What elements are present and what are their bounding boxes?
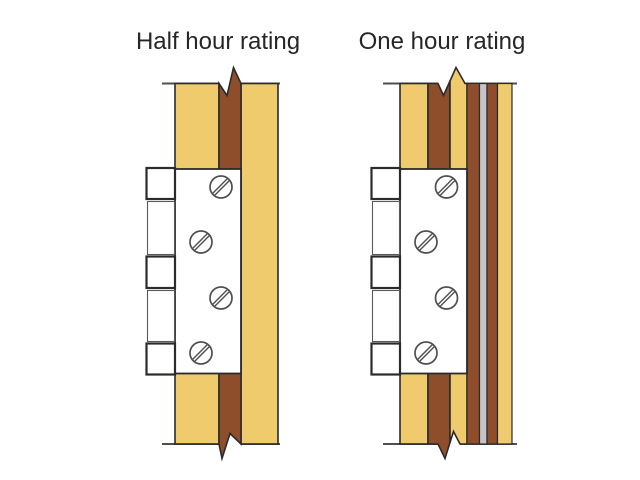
hinge-knuckle — [145, 342, 177, 376]
screw-icon — [209, 175, 233, 199]
hinge-plate — [174, 168, 242, 375]
screw-icon — [189, 341, 213, 365]
outer-timber-strip — [496, 82, 513, 445]
screw-icon — [189, 230, 213, 254]
hinge-knuckle — [370, 255, 402, 290]
screw-icon — [414, 341, 438, 365]
hinge-knuckle — [370, 342, 402, 376]
hinge-knuckle — [371, 200, 401, 256]
diagram-half-hour — [145, 65, 280, 462]
timber-door-right — [240, 82, 279, 445]
hinge-knuckle — [371, 289, 401, 343]
panel-title-half-hour: Half hour rating — [135, 28, 301, 55]
grey-liner-strip — [478, 82, 488, 445]
diagram-one-hour — [370, 65, 517, 461]
screw-icon — [414, 230, 438, 254]
panel-title-one-hour: One hour rating — [358, 28, 526, 55]
hinge-knuckle — [370, 166, 402, 201]
brown-liner-strip — [466, 82, 481, 445]
hinge-plate — [399, 168, 468, 375]
brown-liner-strip — [486, 82, 499, 445]
screw-icon — [434, 175, 459, 199]
hinge-knuckle — [145, 255, 177, 290]
screw-icon — [434, 286, 459, 310]
hinge-knuckle — [146, 289, 176, 343]
hinge-knuckle — [145, 166, 177, 201]
screw-icon — [209, 286, 233, 310]
hinge-knuckle — [146, 200, 176, 256]
